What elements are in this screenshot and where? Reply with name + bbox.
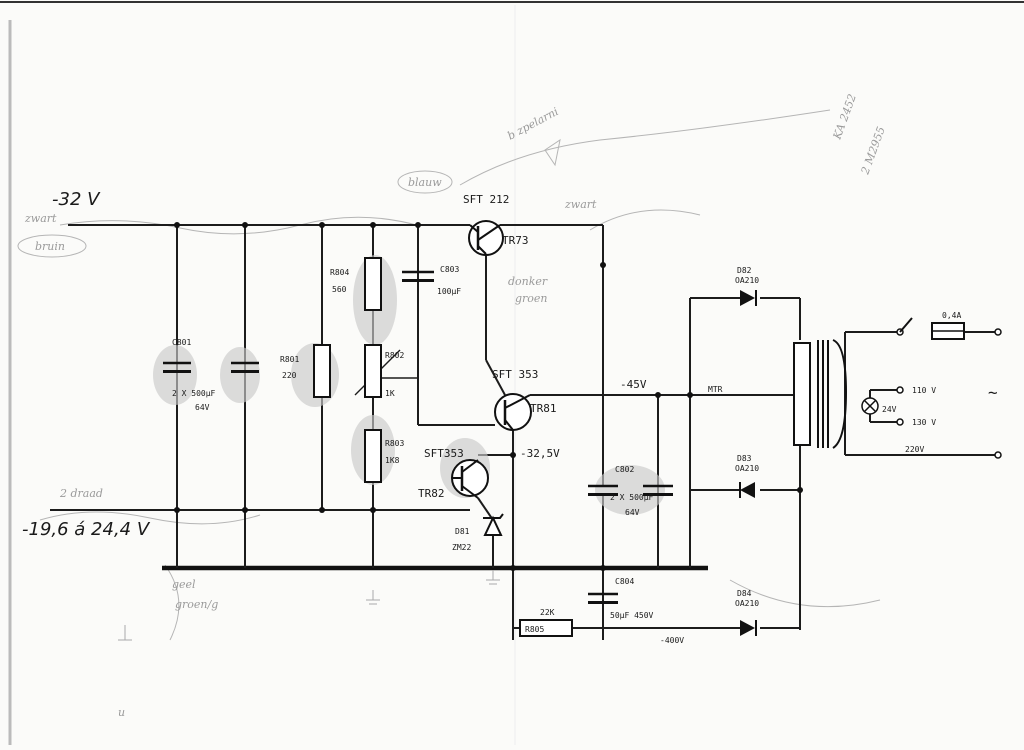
r803-value: 1K8 xyxy=(385,456,400,465)
c801-value-b: 64V xyxy=(195,403,210,412)
tr73-ref: TR73 xyxy=(502,234,529,247)
node-mtr: MTR xyxy=(708,385,723,394)
terminals xyxy=(896,328,1002,459)
note-stray: u xyxy=(118,706,125,719)
transistor-tr73 xyxy=(468,220,504,256)
power-switch xyxy=(896,317,913,336)
c803-value: 100µF xyxy=(437,287,461,296)
tap-110v: 110 V xyxy=(912,386,936,395)
diode-d82 xyxy=(740,290,757,306)
c804-value: 50µF 450V xyxy=(610,611,654,620)
tr81-type: SFT 353 xyxy=(492,368,538,381)
pencil-scribbles xyxy=(17,109,881,641)
tr82-type: SFT353 xyxy=(424,447,464,460)
c802-value-a: 2 X 500µF xyxy=(610,493,654,502)
node-tr82-voltage: -32,5V xyxy=(520,447,560,460)
note-bubble-2: bruin xyxy=(35,240,65,253)
capacitor-c802-a xyxy=(588,484,618,496)
note-left-mid: 2 draad xyxy=(59,487,103,500)
zener-d81 xyxy=(483,513,504,536)
supply-bottom-label: -19,6 á 24,4 V xyxy=(22,519,151,540)
capacitor-c802-b xyxy=(643,484,673,496)
capacitor-c801-b xyxy=(231,361,259,373)
r801-ref: R801 xyxy=(280,355,299,364)
resistor-r803 xyxy=(364,429,382,483)
capacitor-c803 xyxy=(402,270,434,282)
diode-d83 xyxy=(739,482,755,498)
wire-tr82-emitter xyxy=(477,497,494,521)
junctions xyxy=(174,222,803,571)
d82-ref: D82 xyxy=(737,266,752,275)
resistor-r804 xyxy=(364,257,382,311)
tr82-ref: TR82 xyxy=(418,487,445,500)
note-near-tr73: zwart xyxy=(564,198,597,211)
transformer xyxy=(793,339,848,449)
lamp xyxy=(861,397,879,415)
resistor-r805 xyxy=(519,619,573,637)
d83-type: OA210 xyxy=(735,464,759,473)
d83-ref: D83 xyxy=(737,454,752,463)
note-tr73-lower-2: groen xyxy=(515,292,548,305)
r804-ref: R804 xyxy=(330,268,349,277)
supply-top-label: -32 V xyxy=(52,189,101,210)
resistor-r802 xyxy=(364,344,382,398)
c803-ref: C803 xyxy=(440,265,459,274)
c801-ref: C801 xyxy=(172,338,191,347)
node-hv-voltage: -400V xyxy=(660,636,684,645)
r805-ref: R805 xyxy=(525,625,544,634)
note-gnd-1: geel xyxy=(172,578,196,591)
r804-value: 560 xyxy=(332,285,347,294)
tr73-type: SFT 212 xyxy=(463,193,509,206)
wire-tr81-base xyxy=(485,359,506,396)
ac-symbol: ~ xyxy=(988,383,998,402)
c801-value-a: 2 X 500µF xyxy=(172,389,216,398)
note-gnd-2: groen/g xyxy=(175,598,218,611)
fuse-rating: 0,4A xyxy=(942,311,961,320)
c802-value-b: 64V xyxy=(625,508,640,517)
r802-ref: R802 xyxy=(385,351,404,360)
r803-ref: R803 xyxy=(385,439,404,448)
capacitor-c804 xyxy=(588,592,618,604)
d82-type: OA210 xyxy=(735,276,759,285)
tr81-ref: TR81 xyxy=(530,402,557,415)
transistor-tr82 xyxy=(451,459,489,499)
transistor-tr81 xyxy=(494,393,532,431)
d84-ref: D84 xyxy=(737,589,752,598)
tap-220v: 220V xyxy=(905,445,924,454)
c802-ref: C802 xyxy=(615,465,634,474)
r801-value: 220 xyxy=(282,371,297,380)
diode-d84 xyxy=(740,620,757,636)
r805-value: 22K xyxy=(540,608,555,617)
r802-value: 1K xyxy=(385,389,395,398)
d81-type: ZM22 xyxy=(452,543,471,552)
resistor-r801 xyxy=(313,344,331,398)
lamp-voltage: 24V xyxy=(882,405,897,414)
note-left-top: zwart xyxy=(24,212,57,225)
fuse xyxy=(931,322,965,340)
capacitor-c801-a xyxy=(163,361,191,373)
ground-symbols xyxy=(118,570,500,641)
c804-ref: C804 xyxy=(615,577,634,586)
tap-130v: 130 V xyxy=(912,418,936,427)
node-rail-voltage: -45V xyxy=(620,378,647,391)
d84-type: OA210 xyxy=(735,599,759,608)
d81-ref: D81 xyxy=(455,527,470,536)
note-tr73-lower-1: donker xyxy=(508,275,548,288)
note-bubble-1: blauw xyxy=(408,176,442,189)
